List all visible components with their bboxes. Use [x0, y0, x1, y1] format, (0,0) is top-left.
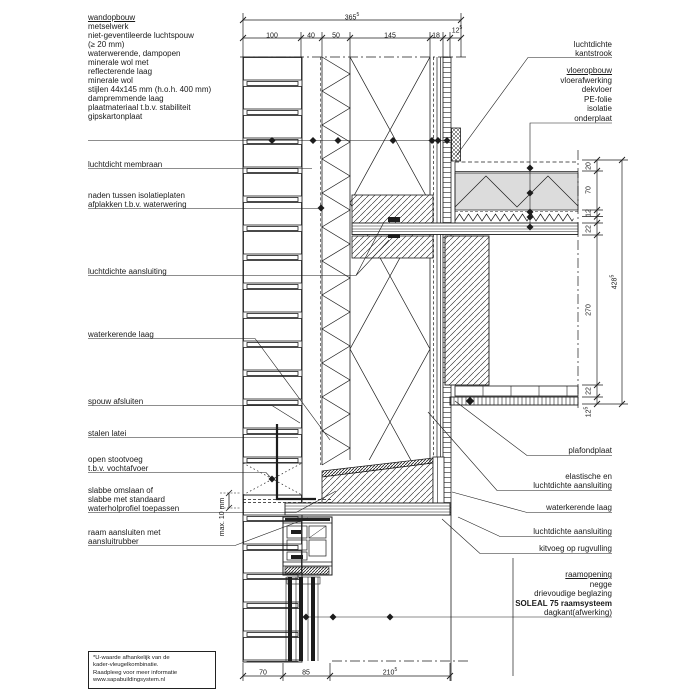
airtight-connection-label: luchtdichte aansluiting: [88, 267, 167, 276]
note-line: *U-waarde afhankelijk van de: [93, 655, 170, 661]
dim-right-segment: 22: [585, 387, 593, 395]
weep-joint-label: t.b.v. vochtafvoer: [88, 464, 149, 473]
wall-layer-label: dampremmende laag: [88, 94, 164, 103]
dim-bottom-segment: 70: [259, 669, 267, 677]
window-frame: [282, 516, 333, 576]
ceiling-board-label: plafondplaat: [568, 446, 612, 455]
cavity-and-wool: [320, 56, 351, 466]
dim-top-segment: 100: [266, 32, 278, 40]
note-line: kader-vleugelkombinatie.: [93, 662, 159, 669]
water-barrier-label: waterkerende laag: [88, 330, 154, 339]
flashing-label: waterholprofiel toepassen: [88, 504, 180, 513]
note-line: www.sapabuildingsystem.nl: [93, 677, 166, 684]
wall-layer-label: niet-geventileerde luchtspouw: [88, 31, 194, 40]
dim-top-segment: 145: [384, 32, 396, 40]
weep-joint-label: open stootvoeg: [88, 455, 143, 464]
wall-layer-label: minerale wol: [88, 76, 133, 85]
window-connection-label: raam aansluiten met: [88, 528, 161, 537]
window-head-assembly: [243, 424, 451, 516]
wall-layer-label: (≥ 20 mm): [88, 40, 125, 49]
airtight-membrane-label: luchtdicht membraan: [88, 160, 163, 169]
triple-glazing: [285, 576, 321, 661]
wall-layer-label: waterwerende, dampopen: [88, 49, 181, 58]
section-cut-lines: [240, 56, 579, 662]
wall-buildup-title: wandopbouw: [88, 13, 136, 22]
dim-top-segment: 40: [307, 32, 315, 40]
elastic-airtight-label: luchtdichte aansluiting: [533, 481, 612, 490]
note-line: Raadpleeg voor meer informatie: [93, 669, 178, 676]
floor-layer-label: vloerafwerking: [560, 75, 612, 85]
window-system-label: SOLEAL 75 raamsysteem: [515, 598, 612, 608]
steel-lintel-label: stalen latei: [88, 429, 127, 438]
insulation-seams-label: afplakken t.b.v. waterwering: [88, 200, 187, 209]
floor-layer-label: dekvloer: [581, 85, 612, 94]
flashing-label: slabbe met standaard: [88, 495, 165, 504]
airtight-connection-right-label: luchtdichte aansluiting: [533, 527, 612, 536]
floor-edge-timbers: [351, 194, 434, 259]
floor-layer-label: isolatie: [587, 104, 612, 113]
dim-top-total: 3655: [344, 12, 360, 22]
airtight-edge-strip-label: luchtdichte: [573, 40, 612, 49]
dim-right-total: 4285: [609, 274, 619, 290]
joist-and-ceiling: [444, 235, 579, 406]
window-opening-label: dagkant(afwerking): [543, 608, 612, 617]
water-barrier-right-label: waterkerende laag: [546, 503, 612, 512]
dim-right-segment: 12: [585, 209, 593, 217]
dim-right-segment: 20: [585, 162, 593, 170]
floor-buildup-title: vloeropbouw: [566, 66, 612, 75]
floorboard: [351, 222, 579, 235]
wall-layer-label: reflecterende laag: [88, 67, 153, 76]
window-opening-label: drievoudige beglazing: [534, 589, 612, 598]
max-gap-label: max. 10 mm: [219, 497, 226, 537]
wall-layer-label: stijlen 44x145 mm (h.o.h. 400 mm): [88, 85, 212, 94]
dim-bottom-segment: 2105: [382, 667, 398, 677]
masonry-leaf: [242, 56, 303, 663]
dim-right-segment: 125: [583, 406, 593, 418]
dim-right-segment: 70: [585, 186, 593, 194]
flashing-label: slabbe omslaan of: [88, 486, 153, 495]
floor-package: [451, 127, 579, 223]
dimension-lines: [239, 13, 628, 681]
dim-bottom-segment: 85: [302, 669, 310, 677]
window-connection-label: aansluitrubber: [88, 537, 139, 546]
stud-insulation-pattern: [350, 57, 430, 460]
wall-layer-label: minerale wol met: [88, 58, 149, 67]
elastic-airtight-label: elastische en: [565, 472, 612, 481]
cavity-closure-label: spouw afsluiten: [88, 397, 144, 406]
dim-top-segment: 50: [332, 32, 340, 40]
insulation-seams-label: naden tussen isolatieplaten: [88, 191, 185, 200]
dim-top-segment: 125: [451, 25, 463, 35]
dim-right-segment: 22: [585, 225, 593, 233]
dim-right-segment: 270: [585, 304, 593, 316]
window-opening-label: negge: [589, 579, 612, 589]
wall-layer-label: gipskartonplaat: [88, 112, 143, 121]
window-opening-title: raamopening: [565, 570, 612, 579]
wall-layer-label: plaatmateriaal t.b.v. stabiliteit: [88, 103, 191, 112]
floor-layer-label: onderplaat: [574, 113, 612, 123]
sealant-label: kitvoeg op rugvulling: [539, 544, 612, 553]
dim-top-segment: 18: [432, 32, 440, 40]
floor-layer-label: PE-folie: [583, 94, 612, 104]
u-value-note: *U-waarde afhankelijk van de kader-vleug…: [88, 651, 216, 689]
wall-layer-label: metselwerk: [88, 22, 129, 31]
airtight-edge-strip-label: kantstrook: [575, 49, 612, 58]
